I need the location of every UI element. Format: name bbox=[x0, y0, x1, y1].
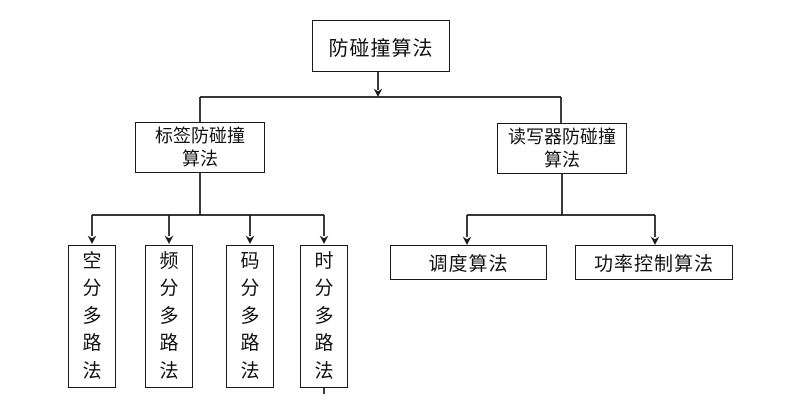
arrowhead-leaf4 bbox=[319, 235, 329, 244]
branch-label-line2: 算法 bbox=[182, 148, 218, 170]
leaf-node-power-control-algorithm: 功率控制算法 bbox=[575, 245, 733, 280]
leaf-label: 频分多路法 bbox=[159, 250, 179, 382]
root-node-anticollision-algorithm: 防碰撞算法 bbox=[312, 20, 450, 72]
arrowhead-sched bbox=[462, 236, 472, 245]
leaf-label: 调度算法 bbox=[428, 253, 509, 275]
leaf-label: 功率控制算法 bbox=[593, 253, 714, 275]
leaf-node-scheduling-algorithm: 调度算法 bbox=[390, 245, 547, 280]
arrowhead-leaf1 bbox=[87, 235, 97, 244]
branch-label-line2: 算法 bbox=[544, 149, 580, 171]
arrowhead-leaf2 bbox=[164, 235, 174, 244]
leaf-label: 空分多路法 bbox=[82, 250, 102, 382]
leaf-label: 码分多路法 bbox=[240, 250, 260, 382]
branch-label-line1: 读写器防碰撞 bbox=[508, 126, 616, 148]
leaf-node-code-division: 码分多路法 bbox=[226, 245, 274, 388]
arrowhead-leaf3 bbox=[245, 235, 255, 244]
branch-node-reader-anticollision: 读写器防碰撞 算法 bbox=[497, 123, 627, 174]
leaf-node-space-division: 空分多路法 bbox=[68, 245, 116, 388]
root-node-label: 防碰撞算法 bbox=[328, 35, 434, 60]
arrowhead-power bbox=[650, 236, 660, 245]
leaf-node-time-division: 时分多路法 bbox=[300, 245, 348, 388]
leaf-label: 时分多路法 bbox=[314, 250, 334, 382]
branch-node-tag-anticollision: 标签防碰撞 算法 bbox=[135, 122, 265, 173]
leaf-node-frequency-division: 频分多路法 bbox=[145, 245, 193, 388]
branch-label-line1: 标签防碰撞 bbox=[155, 125, 245, 147]
arrowhead-root bbox=[373, 88, 383, 97]
